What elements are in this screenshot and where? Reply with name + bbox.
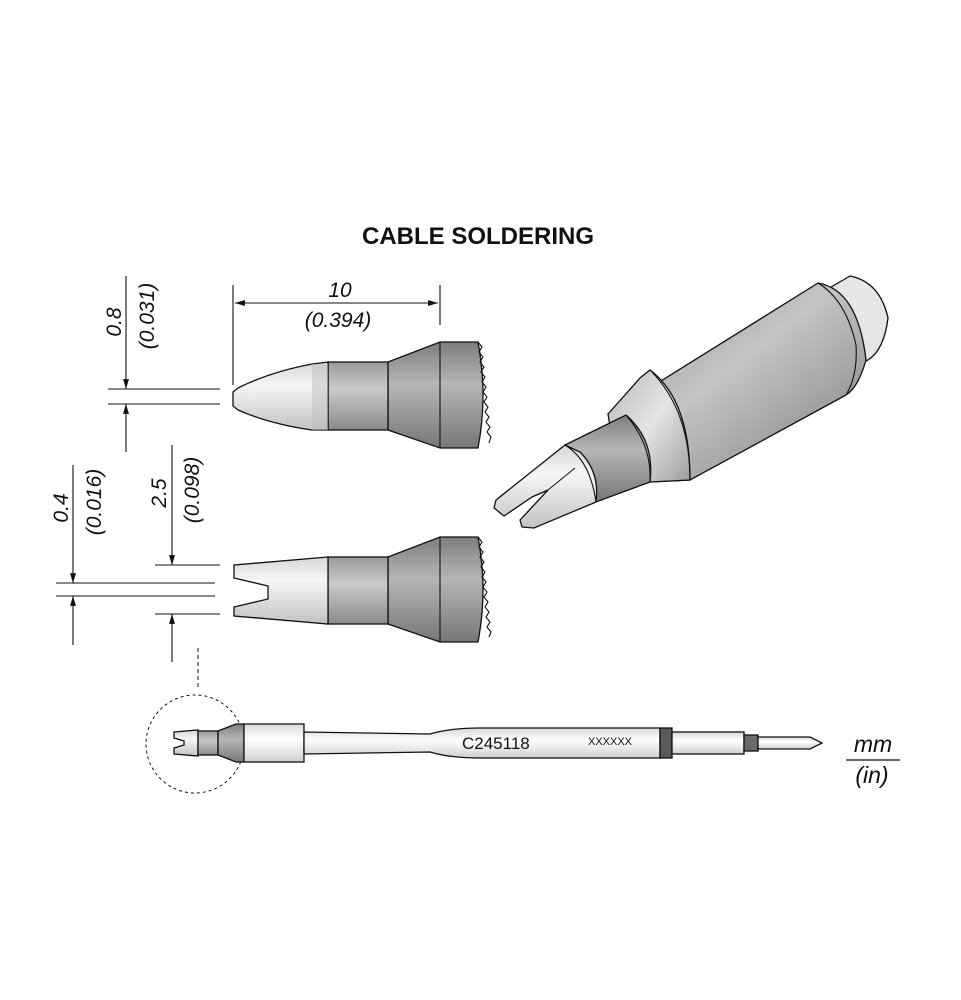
slot-width-mm-label: 0.4	[50, 493, 73, 522]
units-primary: mm	[854, 731, 892, 757]
fork-width-in-label: (0.098)	[181, 457, 204, 524]
fork-width-dimension: 2.5 (0.098)	[148, 445, 220, 662]
tip-top-view	[232, 341, 492, 449]
tip-perspective-view	[493, 275, 889, 529]
full-tip-view: C245118 XXXXXX	[145, 648, 824, 794]
length-dimension: 10 (0.394)	[232, 279, 441, 385]
drawing-title: CABLE SOLDERING	[362, 223, 594, 250]
tip-width-in-label: (0.031)	[136, 283, 159, 350]
fork-width-mm-label: 2.5	[148, 478, 171, 509]
part-serial: XXXXXX	[588, 736, 633, 748]
units-legend: mm (in)	[846, 731, 900, 788]
length-in-label: (0.394)	[305, 309, 372, 332]
units-secondary: (in)	[855, 762, 888, 788]
length-mm-label: 10	[328, 279, 352, 302]
tip-width-mm-label: 0.8	[103, 307, 126, 337]
part-code: C245118	[462, 734, 530, 753]
tip-side-view	[233, 536, 492, 643]
tip-width-dimension: 0.8 (0.031)	[103, 276, 220, 452]
slot-width-dimension: 0.4 (0.016)	[50, 465, 215, 645]
slot-width-in-label: (0.016)	[83, 469, 106, 536]
